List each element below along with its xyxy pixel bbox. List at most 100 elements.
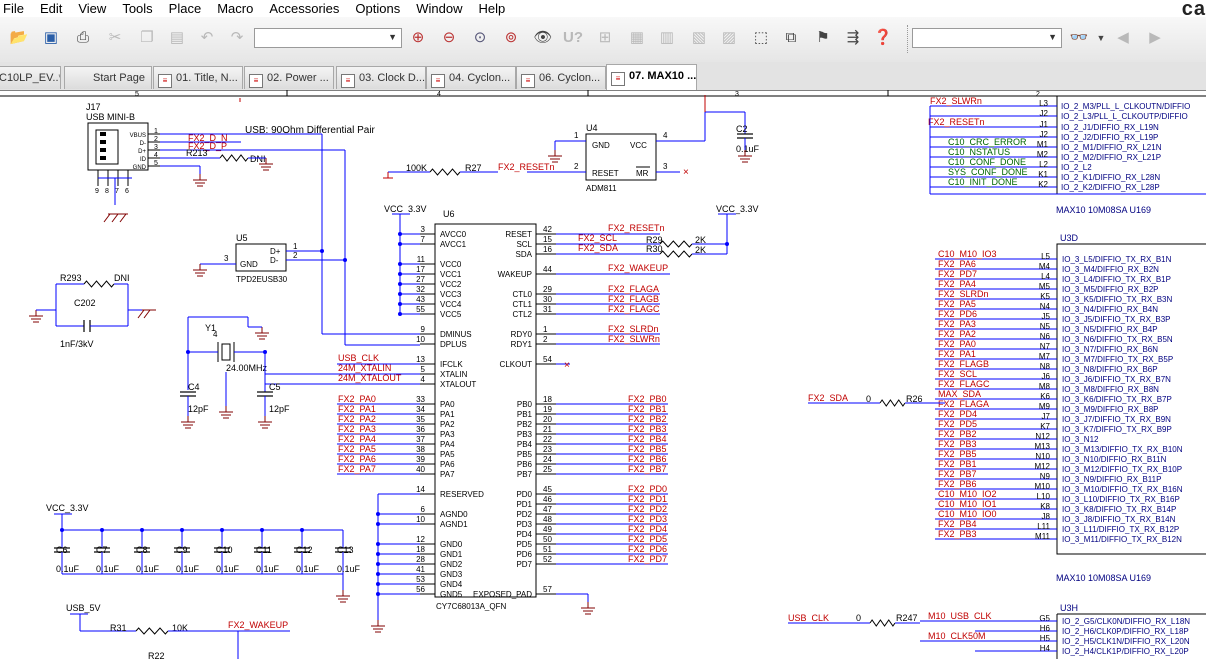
vcc-label: VCC_3.3V — [46, 503, 89, 513]
toolbar-grip[interactable] — [907, 25, 911, 53]
u3d-pin-num: J7 — [1042, 412, 1051, 421]
u3-pin-num: L3 — [1039, 99, 1048, 108]
menu-file[interactable]: File — [3, 1, 24, 16]
toolbar-combo-1[interactable]: ▼ — [254, 28, 402, 48]
print-icon[interactable]: ⎙ — [76, 29, 89, 46]
u3d-pin-num: N5 — [1040, 322, 1051, 331]
copy-icon[interactable]: ❐ — [140, 29, 154, 46]
u6-pin-num: 53 — [416, 575, 425, 584]
u3d-pin-name: IO_3_L4/DIFFIO_TX_RX_B1P — [1062, 275, 1171, 284]
u6-pin-name: PA1 — [440, 410, 455, 419]
u6-pin-name: XTALOUT — [440, 380, 476, 389]
help-icon[interactable]: ❓ — [873, 29, 893, 46]
menu-edit[interactable]: Edit — [39, 1, 63, 16]
u3d-pin-num: M9 — [1039, 402, 1051, 411]
chassis-ground — [137, 309, 145, 319]
tab-label: 06. Cyclon... — [539, 72, 601, 84]
menu-view[interactable]: View — [78, 1, 107, 16]
schematic-page-icon: ≡ — [249, 74, 263, 88]
junction-dot — [398, 232, 402, 236]
menu-help[interactable]: Help — [478, 1, 506, 16]
toolbar-combo-2[interactable]: ▼ — [912, 28, 1062, 48]
u6-pin-name: GND5 — [440, 590, 463, 599]
menu-macro[interactable]: Macro — [217, 1, 254, 16]
find-binoculars-icon[interactable]: 👓 — [1069, 29, 1089, 46]
u3-pin-num: L2 — [1039, 160, 1048, 169]
select-area-icon[interactable]: ⬚ — [753, 29, 769, 46]
u6-pin-name: DPLUS — [440, 340, 467, 349]
j17-part: USB MINI-B — [86, 112, 135, 122]
u3d-pin-name: IO_3_M5/DIFFIO_RX_B2P — [1062, 285, 1158, 294]
unit-icon[interactable]: U? — [563, 29, 583, 46]
junction-dot — [376, 522, 380, 526]
tab-6[interactable]: ≡06. Cyclon... — [516, 66, 606, 89]
properties-icon[interactable]: ▦ — [629, 29, 645, 46]
net-label: FX2_PD5 — [628, 534, 667, 544]
find-options-chevron-icon[interactable]: ▼ — [1096, 33, 1106, 43]
u3d-pin-name: IO_3_M8/DIFFIO_RX_B8N — [1062, 385, 1159, 394]
menu-options[interactable]: Options — [355, 1, 401, 16]
paste-icon[interactable]: ▤ — [169, 29, 185, 46]
cross-probe-icon[interactable]: ⇶ — [846, 29, 860, 46]
u3d-pin-num: L10 — [1037, 492, 1051, 501]
u3d-pin-name: IO_3_K5/DIFFIO_TX_RX_B3N — [1062, 295, 1172, 304]
u6-pin-num: 52 — [543, 555, 552, 564]
u6-pin-name: AVCC1 — [440, 240, 467, 249]
j17-shield-num: 7 — [115, 188, 119, 195]
tab-2[interactable]: ≡01. Title, N... — [153, 66, 243, 89]
annotate-icon[interactable]: ⊞ — [598, 29, 612, 46]
undo-icon[interactable]: ↶ — [200, 29, 214, 46]
u3d-pin-name: IO_3_K6/DIFFIO_TX_RX_B7P — [1062, 395, 1172, 404]
visibility-icon[interactable]: 👁 — [533, 29, 553, 46]
menu-place[interactable]: Place — [168, 1, 202, 16]
net-label: FX2_SLWRn — [930, 96, 982, 106]
bom-icon[interactable]: ▨ — [721, 29, 737, 46]
net-label: FX2_PA6 — [338, 454, 376, 464]
j17-pin-num: 5 — [154, 160, 158, 167]
u6-pin-name: PB7 — [517, 470, 533, 479]
tab-5[interactable]: ≡04. Cyclon... — [426, 66, 516, 89]
schematic-page-icon: ≡ — [158, 74, 172, 88]
u3d-pin-num: N4 — [1040, 302, 1051, 311]
zoom-area-icon[interactable]: ⊙ — [473, 29, 487, 46]
u3-pin-name: IO_2_M1/DIFFIO_RX_L21N — [1061, 143, 1162, 152]
menu-accessories[interactable]: Accessories — [269, 1, 340, 16]
zoom-fit-icon[interactable]: ⊚ — [504, 29, 518, 46]
u3d-pin-num: N8 — [1040, 362, 1051, 371]
u3d-pin-name: IO_3_J7/DIFFIO_TX_RX_B9N — [1062, 415, 1171, 424]
junction-dot — [398, 272, 402, 276]
tab-4[interactable]: ≡03. Clock D... — [336, 66, 426, 89]
u6-pin-num: 57 — [543, 585, 552, 594]
j17-shield-num: 9 — [95, 188, 99, 195]
c2-ref: C2 — [736, 124, 748, 134]
c5-value: 12pF — [269, 404, 290, 414]
save-icon[interactable]: ▣ — [43, 29, 59, 46]
zoom-in-icon[interactable]: ⊕ — [411, 29, 425, 46]
u3d-pin-num: J8 — [1042, 512, 1051, 521]
hierarchy-icon[interactable]: ⧉ — [785, 29, 797, 46]
u6-pin-name: PD0 — [516, 490, 532, 499]
netlist-icon[interactable]: ▧ — [691, 29, 707, 46]
menu-tools[interactable]: Tools — [122, 1, 153, 16]
net-label: FX2_SCL — [578, 233, 617, 243]
decap-value: 0.1uF — [96, 564, 120, 574]
net-label: FX2_D_N — [188, 133, 228, 143]
open-folder-icon[interactable]: 📂 — [9, 29, 29, 46]
find-next-icon[interactable]: ▶ — [1149, 29, 1161, 46]
zoom-out-icon[interactable]: ⊖ — [442, 29, 456, 46]
drc-icon[interactable]: ⚑ — [816, 29, 830, 46]
tab-0[interactable]: C10LP_EV..* — [0, 66, 61, 89]
cut-icon[interactable]: ✂ — [108, 29, 122, 46]
find-prev-icon[interactable]: ◀ — [1117, 29, 1129, 46]
grid-icon[interactable]: ▥ — [659, 29, 675, 46]
net-label: FX2_FLAGB — [608, 294, 659, 304]
tab-7[interactable]: ≡07. MAX10 ... — [606, 64, 697, 90]
ruler-number: 3 — [735, 91, 739, 98]
redo-icon[interactable]: ↷ — [230, 29, 244, 46]
tab-1[interactable]: Start Page — [64, 66, 152, 89]
u6-pin-name: PA5 — [440, 450, 455, 459]
tab-label: 03. Clock D... — [359, 72, 426, 84]
menu-window[interactable]: Window — [416, 1, 463, 16]
tab-3[interactable]: ≡02. Power ... — [244, 66, 334, 89]
